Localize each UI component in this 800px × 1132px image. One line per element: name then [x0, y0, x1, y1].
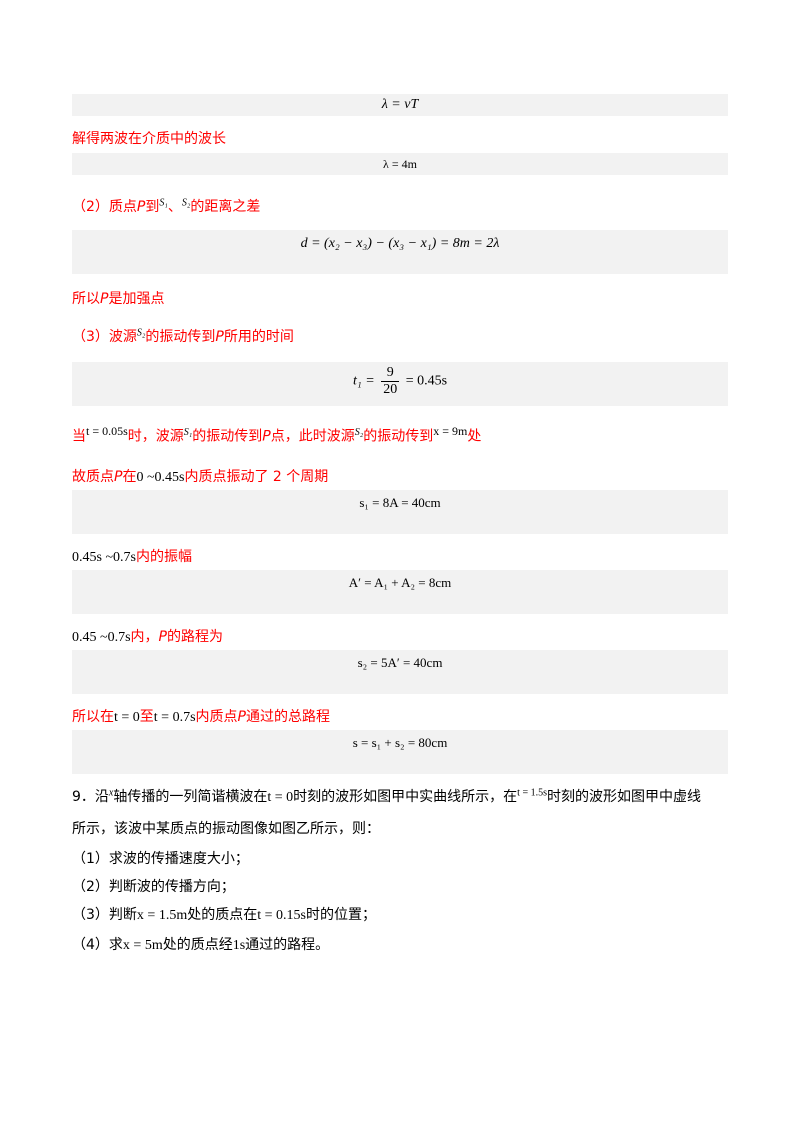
equation: A′ = A₁ + A₂ = 8cm — [348, 575, 452, 590]
solution-text: （2）质点P到S₁、S₂的距离之差 — [72, 197, 261, 215]
equation-box: λ = vT — [72, 94, 728, 116]
equation: λ = vT — [381, 97, 419, 112]
equation-box: s = s₁ + s₂ = 80cm — [72, 730, 728, 774]
equation: s₁ = 8A = 40cm — [359, 495, 441, 510]
question-9-sub-3: （3）判断x = 1.5m处的质点在t = 0.15s时的位置； — [72, 907, 376, 923]
solution-text: 0.45 ~0.7s内，P的路程为 — [72, 629, 223, 645]
solution-text: 解得两波在介质中的波长 — [72, 131, 226, 147]
fraction: 9 20 — [381, 365, 400, 397]
question-9-sub-2: （2）判断波的传播方向； — [72, 879, 235, 895]
question-9-line-1: 9．沿x轴传播的一列简谐横波在t = 0时刻的波形如图甲中实曲线所示，在t = … — [72, 787, 701, 805]
solution-text: 故质点P在0 ~0.45s内质点振动了 2 个周期 — [72, 469, 329, 485]
equation-box: t₁ = 9 20 = 0.45s — [72, 362, 728, 406]
question-9-sub-4: （4）求x = 5m处的质点经1s通过的路程。 — [72, 937, 330, 953]
equation-box: d = (x₂ − x₃) − (x₃ − x₁) = 8m = 2λ — [72, 230, 728, 274]
equation-box: A′ = A₁ + A₂ = 8cm — [72, 570, 728, 614]
solution-text: 当t = 0.05s时，波源S₁的振动传到P点，此时波源S₂的振动传到x = 9… — [72, 424, 482, 445]
solution-text: 所以在t = 0至t = 0.7s内质点P通过的总路程 — [72, 709, 330, 725]
solution-text: 所以P是加强点 — [72, 291, 165, 307]
equation-lhs: t₁ = — [352, 373, 375, 389]
question-9-line-2: 所示，该波中某质点的振动图像如图乙所示，则： — [72, 821, 380, 837]
solution-text: 0.45s ~0.7s内的振幅 — [72, 549, 192, 565]
equation: d = (x₂ − x₃) − (x₃ − x₁) = 8m = 2λ — [300, 236, 500, 251]
equation: s = s₁ + s₂ = 80cm — [352, 735, 448, 750]
equation-rhs: = 0.45s — [405, 373, 448, 389]
equation-box: s₁ = 8A = 40cm — [72, 490, 728, 534]
equation: s₂ = 5A′ = 40cm — [357, 655, 443, 670]
solution-text: （3）波源S₂的振动传到P所用的时间 — [72, 327, 294, 345]
equation-box: λ = 4m — [72, 153, 728, 175]
equation-box: s₂ = 5A′ = 40cm — [72, 650, 728, 694]
question-9-sub-1: （1）求波的传播速度大小； — [72, 851, 249, 867]
equation: λ = 4m — [383, 157, 417, 171]
